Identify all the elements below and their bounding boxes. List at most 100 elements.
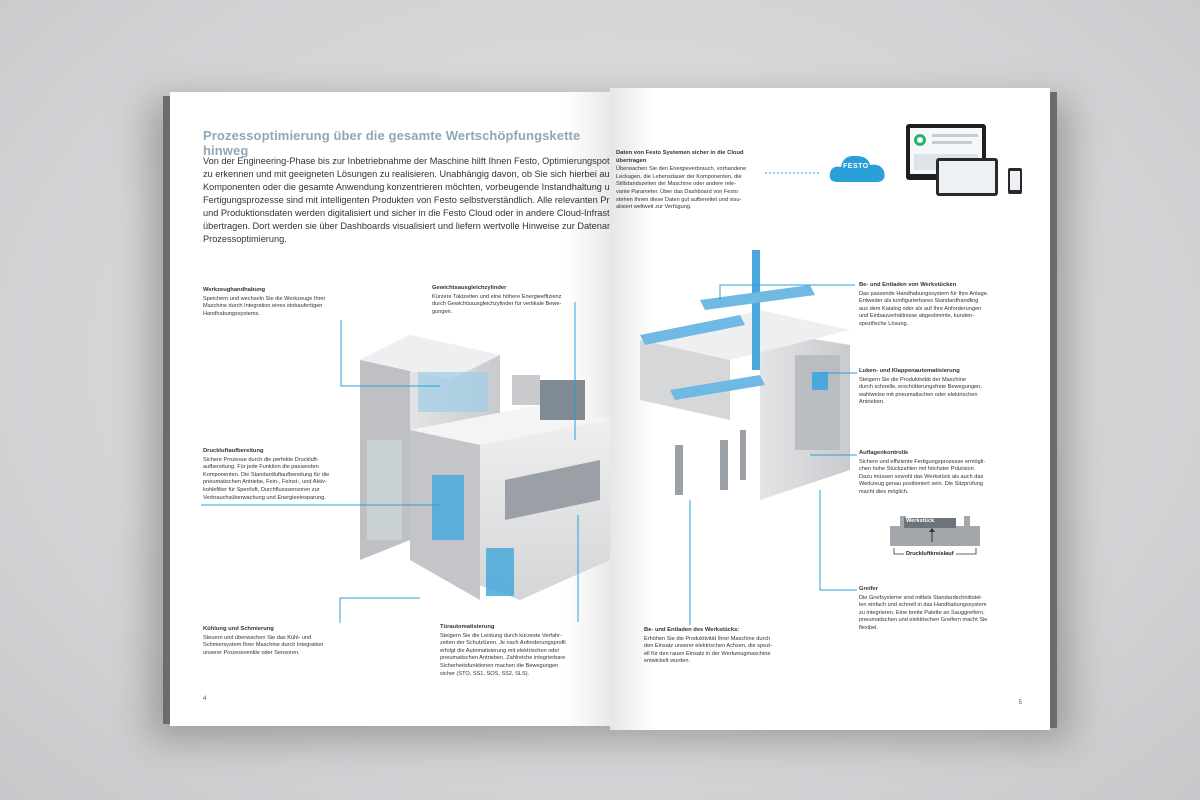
callout-line: Komponenten. Die Standardluftaufbereitun… xyxy=(203,471,330,478)
callout-werkzeughandhabung: Werkzeughandhabung Speichern und wechsel… xyxy=(203,287,325,318)
callout-line: Steigern Sie die Leistung durch kürzeste… xyxy=(440,632,562,639)
callout-line: Sicherheitsfunktionen machen die Bewegun… xyxy=(440,662,559,669)
cover-edge-left xyxy=(163,96,171,724)
callout-line: durch Gewichtsausgleichzylinder für vert… xyxy=(432,301,562,308)
callout-line: Überwachen Sie den Energieverbrauch, vor… xyxy=(616,166,747,173)
tablet-screen xyxy=(939,161,995,193)
callout-line: aufbereitung. Für jede Funktion die pass… xyxy=(203,464,319,471)
intro-line: Von der Engineering-Phase bis zur Inbetr… xyxy=(203,156,610,166)
callout-title: Greifer xyxy=(859,586,879,592)
callout-line: Leckagen, die Lebensdauer der Komponente… xyxy=(616,173,742,180)
callout-werkstueck: Be- und Entladen des Werkstücks: Erhöhen… xyxy=(644,627,772,666)
callout-line: aus dem Katalog oder als auf Ihre Anford… xyxy=(859,305,982,312)
page-number-right: 5 xyxy=(1018,700,1022,706)
callout-title: Werkzeughandhabung xyxy=(203,287,266,293)
workpiece-diagram: Werkstück Druckluftkreislauf xyxy=(890,512,980,560)
callout-line: unserer Prozessventile oder Sensoren. xyxy=(203,649,300,656)
callout-auflagenkontrolle: Auflagenkontrolle Sichere und effiziente… xyxy=(859,450,985,497)
callout-line: und Einbauverhältnisse abgestimmte, kund… xyxy=(859,313,975,320)
callout-line: Schmiersystem Ihrer Maschine durch Integ… xyxy=(203,642,324,649)
callout-line: flexibel. xyxy=(859,624,878,631)
callout-greifer: Greifer Die Greifsysteme sind mittels St… xyxy=(859,586,987,633)
callout-title: Türautomatisierung xyxy=(440,624,495,630)
callout-line: wahlweise mit pneumatischen oder elektri… xyxy=(859,391,978,398)
donut-chart-icon xyxy=(914,134,926,146)
callout-line: Werkzeug genau positioniert sein. Die Si… xyxy=(859,481,983,488)
callout-line: Sichere und effiziente Fertigungsprozess… xyxy=(859,458,986,465)
callout-line: Dazu müssen sowohl das Werkstück als auc… xyxy=(859,473,984,480)
callout-luken: Luken- und Klappenautomatisierung Steige… xyxy=(859,368,982,407)
machine-main-body xyxy=(410,375,610,600)
leader-lines xyxy=(201,172,857,625)
callout-line: alisiert weltweit zur Verfügung. xyxy=(616,204,692,211)
callout-line: pneumatischen Antriebe, Fein-, Feinst-, … xyxy=(203,479,327,486)
intro-line: und Produktionsdaten werden digitalisier… xyxy=(203,208,610,218)
callout-line: entwickelt wurden. xyxy=(644,658,691,665)
callout-line: kohlefilter für Sperrluft, Durchflusssen… xyxy=(203,486,320,493)
monitor-device xyxy=(906,124,986,180)
workpiece-label: Werkstück xyxy=(906,518,935,524)
page-number-left: 4 xyxy=(203,696,207,702)
cover-edge-right xyxy=(1049,92,1057,728)
callout-line: chen hohe Stückzahlen mit höchster Präzi… xyxy=(859,466,976,473)
page-headline: Prozessoptimierung über die gesamte Wert… xyxy=(203,128,581,158)
callout-beladen: Be- und Entladen von Werkstücken Das pas… xyxy=(859,282,988,329)
callout-title: übertragen xyxy=(616,157,647,164)
callout-title: Daten von Festo Systemen sicher in die C… xyxy=(616,150,744,156)
callout-line: Maschine durch Integration eines einbauf… xyxy=(203,303,323,310)
callout-kuehlung: Kühlung und Schmierung Steuern und überw… xyxy=(203,626,323,657)
cloud-label: FESTO xyxy=(843,163,869,170)
callout-line: gungen. xyxy=(432,308,453,315)
callout-line: Kürzere Taktzeiten und eine höhere Energ… xyxy=(432,293,562,300)
callout-line: Antrieben. xyxy=(859,399,885,406)
callout-line: erfolgt die Automatisierung mit elektris… xyxy=(440,647,560,654)
intro-line: Fertigungsprozesse sind mit intelligente… xyxy=(203,195,610,205)
cloud-shape xyxy=(829,155,885,182)
callout-title: Luken- und Klappenautomatisierung xyxy=(859,368,960,374)
callout-line: Verbrauchsüberwachung und Energieeinspar… xyxy=(203,494,326,501)
callout-title: Be- und Entladen von Werkstücken xyxy=(859,282,957,288)
callout-line: Steigern Sie die Produktivität der Masch… xyxy=(859,376,966,383)
callout-line: durch schnelle, erschütterungsfreie Bewe… xyxy=(859,384,982,391)
intro-text: Von der Engineering-Phase bis zur Inbetr… xyxy=(203,155,610,246)
callout-title: Druckluftaufbereitung xyxy=(203,448,264,454)
callout-cloud: Daten von Festo Systemen sicher in die C… xyxy=(616,150,746,212)
callout-line: zeiten der Schutztüren. Je nach Anforder… xyxy=(440,640,566,647)
callout-line: pneumatischen Antrieben. Zahlreiche inte… xyxy=(440,655,566,662)
callout-title: Gewichtsausgleichzylinder xyxy=(432,285,507,291)
phone-screen xyxy=(1010,171,1020,190)
air-circuit-label: Druckluftkreislauf xyxy=(904,551,956,557)
festo-cloud-icon: FESTO xyxy=(828,152,888,184)
intro-line: Prozessoptimierung. xyxy=(203,234,287,244)
callout-line: Entweder als konfigurierbares Standardha… xyxy=(859,298,979,305)
callout-druckluftaufbereitung: Druckluftaufbereitung Sichere Prozesse d… xyxy=(203,448,329,502)
callout-title: Kühlung und Schmierung xyxy=(203,626,274,632)
callout-line: vante Parameter. Über das Dashboard von … xyxy=(616,188,738,195)
callout-line: Erhöhen Sie die Produktivität Ihrer Masc… xyxy=(644,635,771,642)
callout-line: ell für den rauen Einsatz in der Werkzeu… xyxy=(644,650,771,657)
callout-line: Das passende Handhabungssystem für Ihre … xyxy=(859,290,989,297)
callout-line: sicher (STO, SS1, SOS, SS2, SLS). xyxy=(440,670,530,677)
callout-line: len einfach und schnell in das Handhabun… xyxy=(859,602,987,609)
callout-line: Die Greifsysteme sind mittels Standardsc… xyxy=(859,594,983,601)
callout-tuerautomatisierung: Türautomatisierung Steigern Sie die Leis… xyxy=(440,624,566,678)
callout-line: macht dies möglich. xyxy=(859,488,909,495)
callout-line: Speichern und wechseln Sie die Werkzeuge… xyxy=(203,295,326,302)
dashboard-bar xyxy=(932,141,972,144)
intro-line: zu erkennen und mit geeigneten Lösungen … xyxy=(203,169,610,179)
callout-line: spezifische Lösung. xyxy=(859,320,909,327)
callout-line: zu integrieren. Eine breite Palette an S… xyxy=(859,609,985,616)
callout-gewichtsausgleich: Gewichtsausgleichzylinder Kürzere Taktze… xyxy=(432,285,561,316)
callout-title: Be- und Entladen des Werkstücks: xyxy=(644,627,740,633)
callout-line: stehen Ihnen diese Daten gut aufbereitet… xyxy=(616,196,742,203)
callout-line: Handhabungssystems. xyxy=(203,310,260,317)
callout-line: Stillstandszeiten der Maschine oder ande… xyxy=(616,181,737,188)
machine-right-body xyxy=(640,250,850,500)
callout-line: Sichere Prozesse durch die perfekte Druc… xyxy=(203,456,319,463)
intro-line: übertragen. Dort werden sie über Dashboa… xyxy=(203,221,610,231)
tablet-device xyxy=(936,158,998,196)
callout-line: Steuern und überwachen Sie das Kühl- und xyxy=(203,634,312,641)
callout-title: Auflagenkontrolle xyxy=(859,450,909,456)
callout-line: pneumatischen und elektrischen Greifern … xyxy=(859,617,988,624)
